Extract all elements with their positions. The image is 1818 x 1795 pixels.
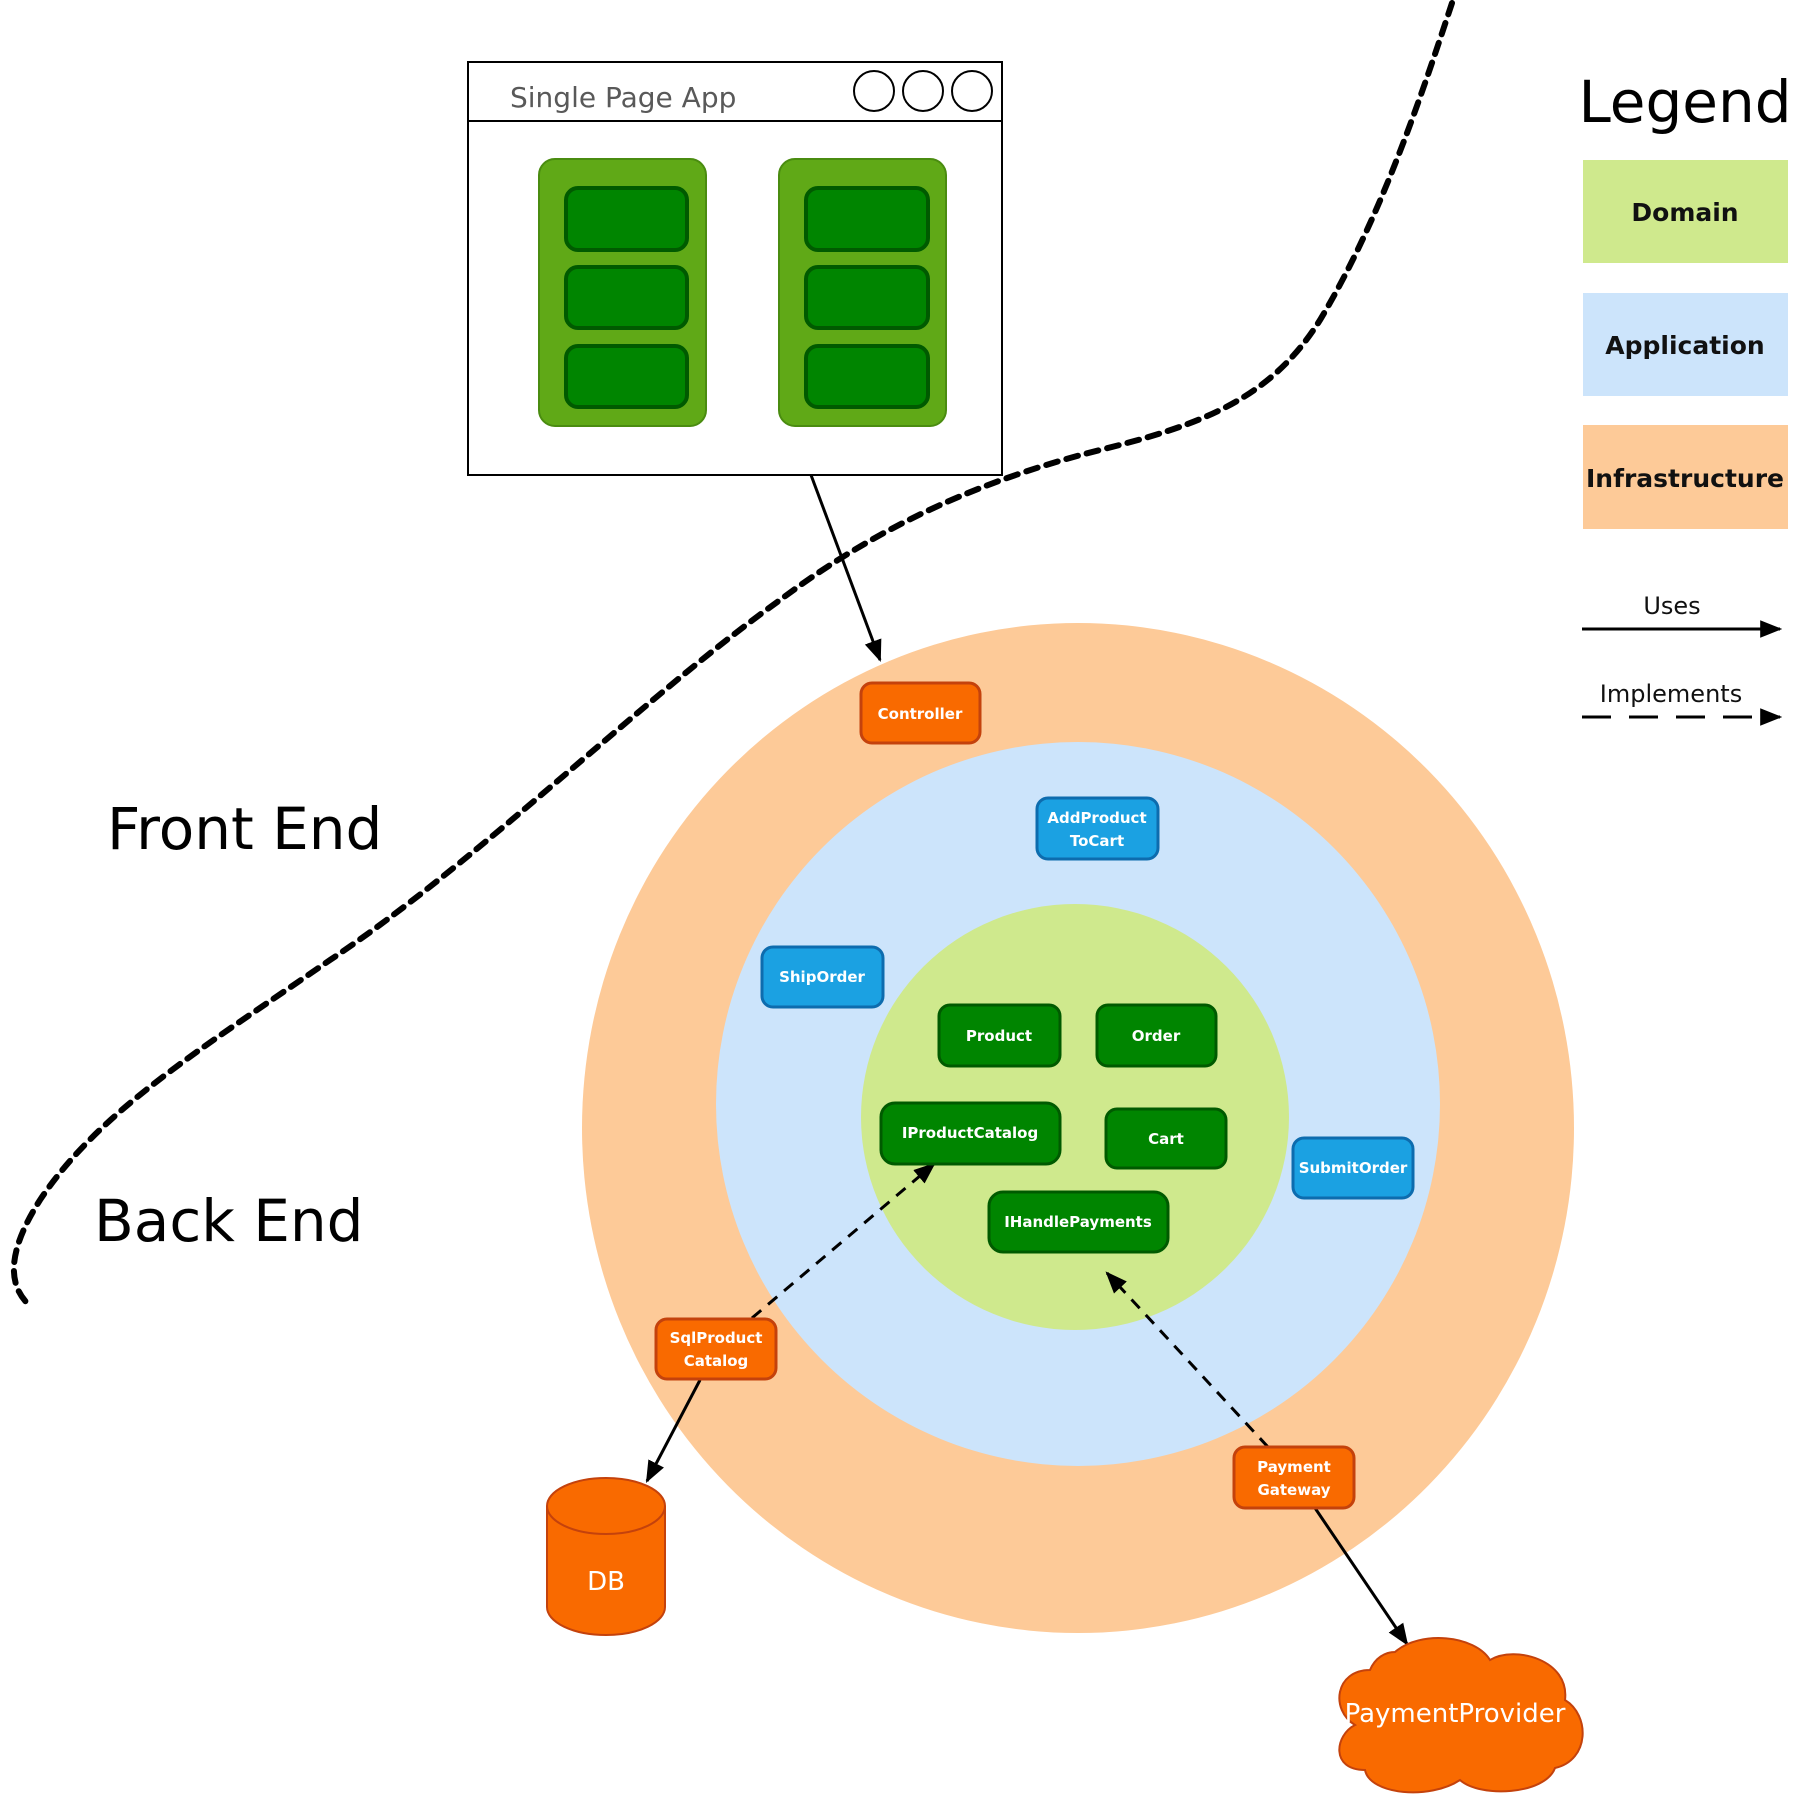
node-label: Payment [1257,1458,1331,1476]
front-end-label: Front End [107,795,382,863]
spa-panel-left [538,158,707,427]
node-label: Controller [878,705,963,723]
spa-widget [564,186,689,252]
node-ship-order[interactable]: ShipOrder [760,945,885,1009]
window-button[interactable] [951,70,993,112]
spa-widget [564,344,689,409]
node-label: Catalog [684,1352,749,1370]
node-add-product-to-cart[interactable]: AddProduct ToCart [1035,796,1160,861]
node-label: SubmitOrder [1299,1159,1408,1177]
legend-implements-label: Implements [1600,680,1742,708]
node-iproduct-catalog[interactable]: IProductCatalog [879,1101,1062,1166]
node-label: Gateway [1257,1481,1330,1499]
back-end-label: Back End [94,1187,363,1255]
node-label: IHandlePayments [1004,1213,1152,1231]
legend-implements: Implements [1582,680,1783,726]
edge-gateway-uses-paymentprovider [1313,1507,1409,1646]
edge-spa-to-controller [809,474,882,663]
node-label: Product [966,1027,1032,1045]
node-sql-product-catalog[interactable]: SqlProduct Catalog [654,1317,778,1381]
legend-uses: Uses [1582,592,1783,638]
node-label: IProductCatalog [902,1124,1038,1142]
window-button[interactable] [853,70,895,112]
node-label: ShipOrder [779,968,865,986]
edge-sqlcatalog-uses-db [645,1379,702,1483]
spa-widget [804,344,930,409]
single-page-app-window: Single Page App [467,61,1003,476]
spa-widget [804,186,930,252]
legend-item-domain: Domain [1583,160,1788,263]
database-cylinder[interactable]: DB [546,1477,666,1636]
legend-item-infrastructure: Infrastructure [1583,425,1788,529]
window-title: Single Page App [510,81,736,114]
spa-widget [564,265,689,330]
db-label: DB [587,1567,625,1597]
legend-item-label: Application [1605,331,1764,360]
frontend-backend-boundary [10,0,1455,1306]
payment-provider-label: PaymentProvider [1345,1699,1566,1729]
spa-panel-right [778,158,947,427]
spa-widget [804,265,930,330]
payment-provider-cloud[interactable]: PaymentProvider [1338,1637,1584,1794]
node-payment-gateway[interactable]: Payment Gateway [1232,1445,1356,1510]
node-label: Cart [1148,1130,1184,1148]
legend-uses-label: Uses [1643,592,1700,620]
node-submit-order[interactable]: SubmitOrder [1291,1136,1415,1200]
edge-gateway-implements-ihandlepayments [1105,1271,1270,1449]
node-label: ToCart [1070,832,1124,850]
window-button[interactable] [902,70,944,112]
node-product[interactable]: Product [937,1003,1062,1068]
node-label: AddProduct [1047,809,1146,827]
node-label: Order [1132,1027,1181,1045]
legend: Legend Domain Application Infrastructure… [1578,68,1792,726]
node-label: SqlProduct [670,1329,763,1347]
node-controller[interactable]: Controller [859,681,982,745]
node-ihandle-payments[interactable]: IHandlePayments [987,1190,1170,1254]
legend-item-label: Infrastructure [1586,464,1784,493]
legend-title: Legend [1578,68,1791,136]
legend-item-application: Application [1583,293,1788,396]
legend-item-label: Domain [1631,198,1738,227]
node-order[interactable]: Order [1095,1003,1218,1068]
edge-sqlcatalog-implements-iproductcatalog [751,1162,936,1320]
node-cart[interactable]: Cart [1104,1107,1228,1170]
